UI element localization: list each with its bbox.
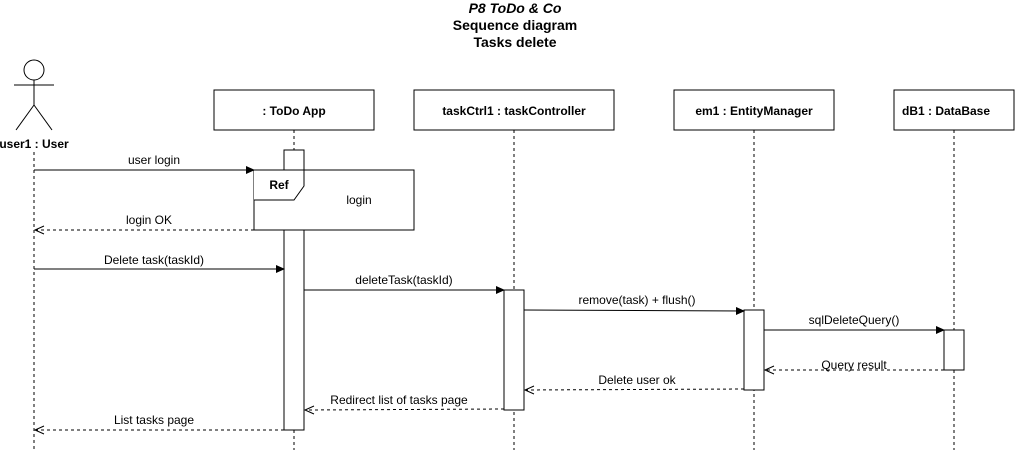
- participant-ctrl: taskCtrl1 : taskController: [413, 89, 615, 131]
- message-redirect-arrow: [305, 408, 505, 411]
- message-query-result: Query result: [821, 358, 887, 372]
- participant-app-label: : ToDo App: [262, 104, 325, 118]
- title-line-subject: Tasks delete: [473, 34, 557, 50]
- title-line-project: P8 ToDo & Co: [468, 0, 562, 16]
- message-redirect-head: [303, 405, 315, 415]
- ref-fragment-tag: Ref: [269, 178, 289, 192]
- actor-head: [23, 59, 45, 81]
- diagram-title: P8 ToDo & Co Sequence diagram Tasks dele…: [0, 0, 1015, 51]
- message-query-result-head: [763, 365, 775, 375]
- message-delete-user-ok-head: [523, 385, 535, 395]
- participant-em: em1 : EntityManager: [673, 89, 835, 131]
- message-remove-flush: remove(task) + flush(): [578, 293, 695, 307]
- title-line-type: Sequence diagram: [452, 17, 578, 33]
- message-delete-task: Delete task(taskId): [104, 253, 204, 267]
- activation-ctrl: [503, 289, 525, 411]
- participant-em-label: em1 : EntityManager: [695, 104, 813, 118]
- message-delete-user-ok: Delete user ok: [598, 373, 676, 387]
- participant-db: dB1 : DataBase: [893, 89, 1015, 131]
- message-login-ok: login OK: [126, 213, 172, 227]
- message-user-login: user login: [128, 153, 180, 167]
- participant-app: : ToDo App: [213, 89, 375, 131]
- message-delete-task-call: deleteTask(taskId): [355, 273, 452, 287]
- actor-left-leg: [15, 104, 35, 131]
- participant-db-label: dB1 : DataBase: [902, 104, 990, 118]
- activation-em: [743, 309, 765, 391]
- activation-db: [943, 329, 965, 371]
- message-sql-delete: sqlDeleteQuery(): [809, 313, 900, 327]
- participant-ctrl-label: taskCtrl1 : taskController: [442, 104, 586, 118]
- message-remove-flush-arrow: [523, 306, 745, 315]
- message-login-ok-head: [33, 225, 45, 235]
- message-list-tasks-head: [33, 425, 45, 435]
- actor-right-leg: [33, 104, 53, 131]
- ref-fragment: Ref login: [253, 169, 415, 231]
- actor-user-label: user1 : User: [0, 137, 69, 151]
- message-list-tasks: List tasks page: [114, 413, 194, 427]
- message-delete-user-ok-arrow: [525, 388, 745, 391]
- message-redirect: Redirect list of tasks page: [330, 393, 468, 407]
- actor-user: user1 : User: [0, 59, 69, 151]
- ref-fragment-label: login: [346, 193, 371, 207]
